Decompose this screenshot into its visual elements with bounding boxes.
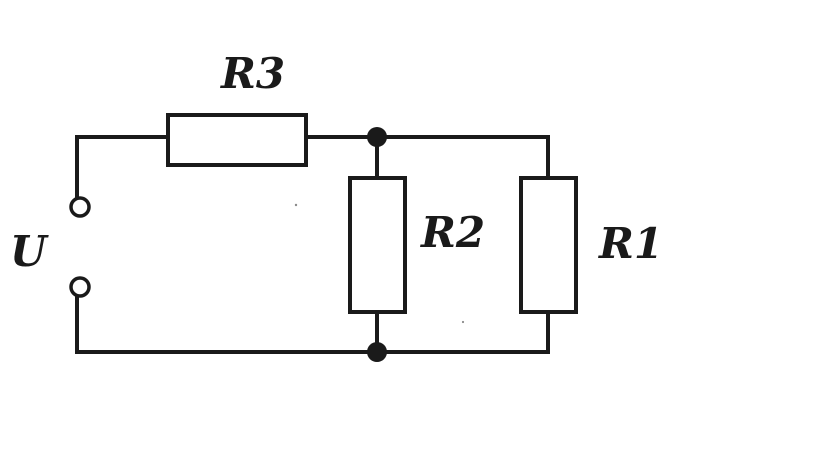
junction-node-top — [367, 127, 387, 147]
label-u: U — [10, 227, 49, 276]
terminal-bottom — [69, 276, 91, 298]
wire-bottom — [75, 294, 550, 354]
wire-top-right — [304, 135, 550, 180]
label-r2: R2 — [420, 208, 485, 257]
resistor-r3 — [166, 113, 308, 167]
junction-node-bottom — [367, 342, 387, 362]
scan-speck — [461, 320, 465, 324]
label-r1: R1 — [598, 219, 663, 268]
resistor-r1 — [519, 176, 578, 314]
label-r3: R3 — [220, 49, 285, 98]
resistor-r2 — [348, 176, 407, 314]
scan-speck — [294, 203, 298, 207]
terminal-top — [69, 196, 91, 218]
wire-top-left — [75, 135, 170, 200]
